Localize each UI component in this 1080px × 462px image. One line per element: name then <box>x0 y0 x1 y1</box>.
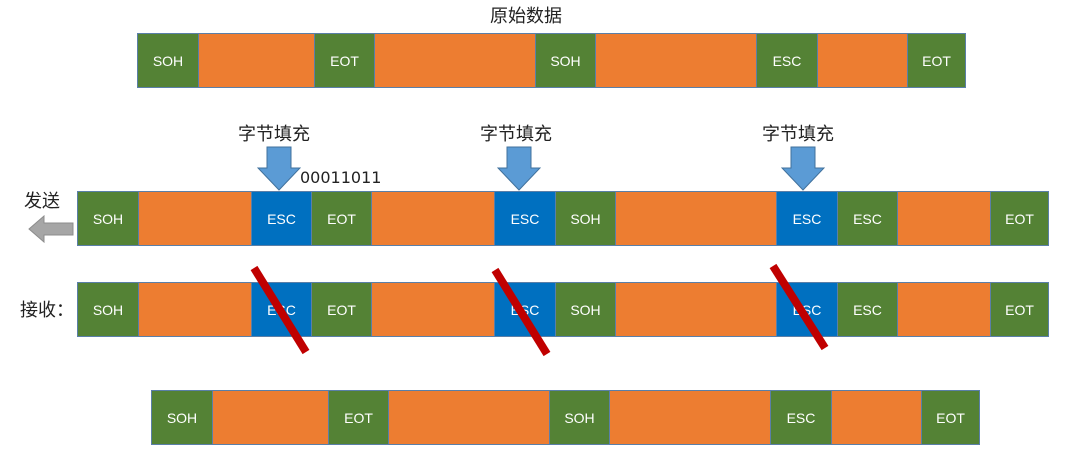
strike-mark-icon <box>250 265 310 355</box>
receive-label: 接收： <box>20 300 74 321</box>
data-segment <box>138 192 251 245</box>
data-segment <box>615 192 776 245</box>
eot-segment: EOT <box>311 192 371 245</box>
down-arrow-icon <box>257 146 301 191</box>
receive-row: SOH ESC EOT ESC SOH ESC ESC EOT <box>77 282 1049 337</box>
data-segment <box>138 283 251 336</box>
data-segment <box>198 34 314 87</box>
soh-segment: SOH <box>555 192 615 245</box>
data-segment <box>897 283 990 336</box>
removed-esc-segment: ESC <box>251 283 311 336</box>
soh-segment: SOH <box>78 283 138 336</box>
send-row: SOH ESC EOT ESC SOH ESC ESC EOT <box>77 191 1049 246</box>
eot-segment: EOT <box>990 283 1048 336</box>
eot-segment: EOT <box>907 34 965 87</box>
strike-mark-icon <box>491 267 551 357</box>
eot-segment: EOT <box>328 391 388 444</box>
send-label: 发送 <box>24 191 60 212</box>
esc-segment: ESC <box>756 34 817 87</box>
esc-segment: ESC <box>837 283 897 336</box>
eot-segment: EOT <box>314 34 374 87</box>
down-arrow-icon <box>497 146 541 191</box>
data-segment <box>371 283 494 336</box>
stuffed-esc-segment: ESC <box>776 192 837 245</box>
byte-stuffing-label-2: 字节填充 <box>480 124 552 145</box>
byte-stuffing-label-1: 字节填充 <box>238 124 310 145</box>
data-segment <box>817 34 907 87</box>
left-arrow-icon <box>28 215 74 243</box>
stuffed-esc-segment: ESC <box>494 192 555 245</box>
esc-binary-code: 00011011 <box>300 168 382 187</box>
data-segment <box>609 391 770 444</box>
eot-segment: EOT <box>990 192 1048 245</box>
esc-segment: ESC <box>770 391 831 444</box>
data-segment <box>897 192 990 245</box>
byte-stuffing-label-3: 字节填充 <box>762 124 834 145</box>
down-arrow-icon <box>781 146 825 191</box>
strike-mark-icon <box>769 263 829 351</box>
eot-segment: EOT <box>921 391 979 444</box>
esc-segment: ESC <box>837 192 897 245</box>
data-segment <box>374 34 535 87</box>
recovered-data-row: SOH EOT SOH ESC EOT <box>151 390 980 445</box>
soh-segment: SOH <box>78 192 138 245</box>
data-segment <box>371 192 494 245</box>
soh-segment: SOH <box>555 283 615 336</box>
soh-segment: SOH <box>152 391 212 444</box>
stuffed-esc-segment: ESC <box>251 192 311 245</box>
diagram-title: 原始数据 <box>490 6 562 27</box>
data-segment <box>595 34 756 87</box>
data-segment <box>831 391 921 444</box>
soh-segment: SOH <box>138 34 198 87</box>
data-segment <box>388 391 549 444</box>
soh-segment: SOH <box>535 34 595 87</box>
eot-segment: EOT <box>311 283 371 336</box>
data-segment <box>212 391 328 444</box>
soh-segment: SOH <box>549 391 609 444</box>
data-segment <box>615 283 776 336</box>
original-data-row: SOH EOT SOH ESC EOT <box>137 33 966 88</box>
